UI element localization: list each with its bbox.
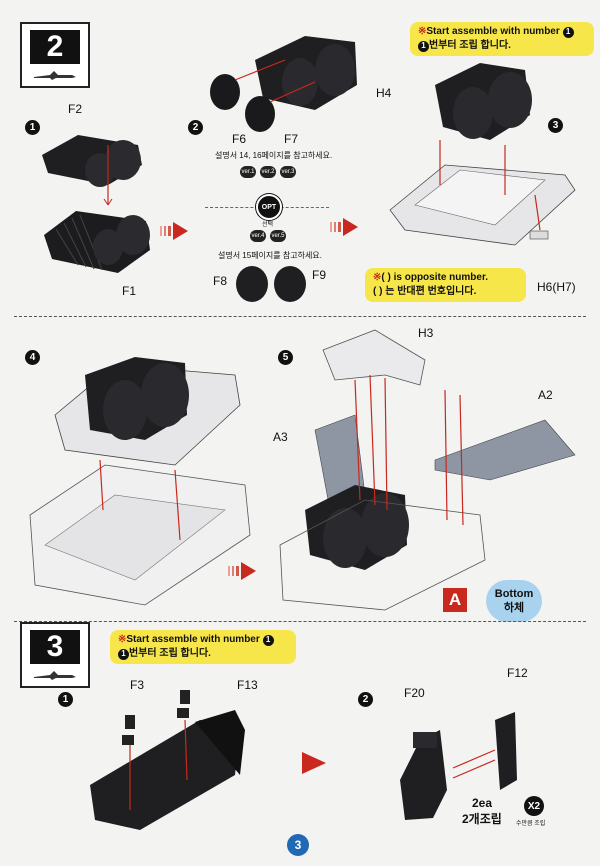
note-number: 1 <box>562 26 574 38</box>
label-a2: A2 <box>538 388 553 402</box>
fuselage-bottom-step5-illustration <box>279 329 576 611</box>
next-arrow-icon <box>160 222 188 240</box>
opposite-note-en: ( ) is opposite number. <box>381 272 489 283</box>
note-number-kr: 1 <box>418 40 429 52</box>
note-en: Start assemble with number <box>426 26 560 37</box>
reference-note-2: 설명서 15페이지를 참고하세요. <box>218 251 322 260</box>
step-3-box: 3 <box>20 622 90 688</box>
label-f3: F3 <box>130 678 145 692</box>
cockpit-f3-f13-illustration <box>90 690 245 830</box>
note-en: Start assemble with number <box>126 634 260 645</box>
section-divider <box>14 316 586 317</box>
label-f6: F6 <box>232 132 247 146</box>
quantity-en: 2ea <box>472 796 493 810</box>
label-f2: F2 <box>68 102 83 116</box>
next-arrow-icon <box>228 562 256 580</box>
exhaust-f6-f7-illustration <box>210 36 357 132</box>
substep-4: 4 <box>25 350 40 365</box>
ejection-seat-f20-f12-illustration <box>400 712 517 820</box>
fuselage-bottom-step4-illustration <box>29 357 251 606</box>
version-chip-5: ver.5 <box>270 230 286 242</box>
next-arrow-icon <box>302 752 326 774</box>
version-chip-1: ver.1 <box>240 166 256 178</box>
opposite-number-note: ※( ) is opposite number. ( ) 는 반대편 번호입니다… <box>365 268 526 302</box>
reference-note-1: 설명서 14, 16페이지를 참고하세요. <box>215 151 333 160</box>
version-chip-2: ver.2 <box>260 166 276 178</box>
step-2-number: 2 <box>30 30 80 64</box>
quantity-badge-sub: 수만큼 조립 <box>516 821 546 827</box>
next-arrow-icon <box>330 218 358 236</box>
step-2-box: 2 <box>20 22 90 88</box>
label-h4: H4 <box>376 86 392 100</box>
label-f12: F12 <box>507 666 528 680</box>
substep-1: 1 <box>25 120 40 135</box>
step3-substep-1: 1 <box>58 692 73 707</box>
jet-silhouette-icon <box>34 671 76 680</box>
label-f7: F7 <box>284 132 299 146</box>
substep-5: 5 <box>278 350 293 365</box>
note-number: 1 <box>262 634 274 646</box>
bottom-badge-kr: 하체 <box>503 602 525 614</box>
step-3-number: 3 <box>30 630 80 664</box>
label-h3: H3 <box>418 326 434 340</box>
section-divider <box>14 621 586 622</box>
quantity-badge: X2 <box>524 796 544 816</box>
option-badge: OPT <box>256 194 282 220</box>
exhaust-f2-f1-illustration <box>42 135 150 273</box>
page-number: 3 <box>287 834 309 856</box>
bottom-badge-en: Bottom <box>494 588 534 600</box>
version-chip-4: ver.4 <box>250 230 266 242</box>
step3-substep-2: 2 <box>358 692 373 707</box>
exhaust-on-h4-illustration <box>389 63 576 246</box>
section-a-badge: A <box>443 588 467 612</box>
version-chip-3: ver.3 <box>280 166 296 178</box>
note-kr: 번부터 조립 합니다. <box>429 40 511 51</box>
label-h6: H6(H7) <box>537 280 576 294</box>
bottom-badge: Bottom 하체 <box>486 580 542 622</box>
nozzle-f8-f9-illustration <box>236 266 306 302</box>
opposite-note-kr: ( ) 는 반대편 번호입니다. <box>373 286 477 297</box>
label-f20: F20 <box>404 686 425 700</box>
label-f8: F8 <box>213 274 228 288</box>
jet-silhouette-icon <box>34 71 76 80</box>
label-f9: F9 <box>312 268 327 282</box>
note-number-kr: 1 <box>118 648 129 660</box>
option-sub: 선택 <box>262 222 274 228</box>
substep-2: 2 <box>188 120 203 135</box>
quantity-kr: 2개조립 <box>462 812 502 826</box>
substep-3: 3 <box>548 118 563 133</box>
label-f1: F1 <box>122 284 137 298</box>
label-a3: A3 <box>273 430 288 444</box>
note-kr: 번부터 조립 합니다. <box>129 648 211 659</box>
label-f13: F13 <box>237 678 258 692</box>
